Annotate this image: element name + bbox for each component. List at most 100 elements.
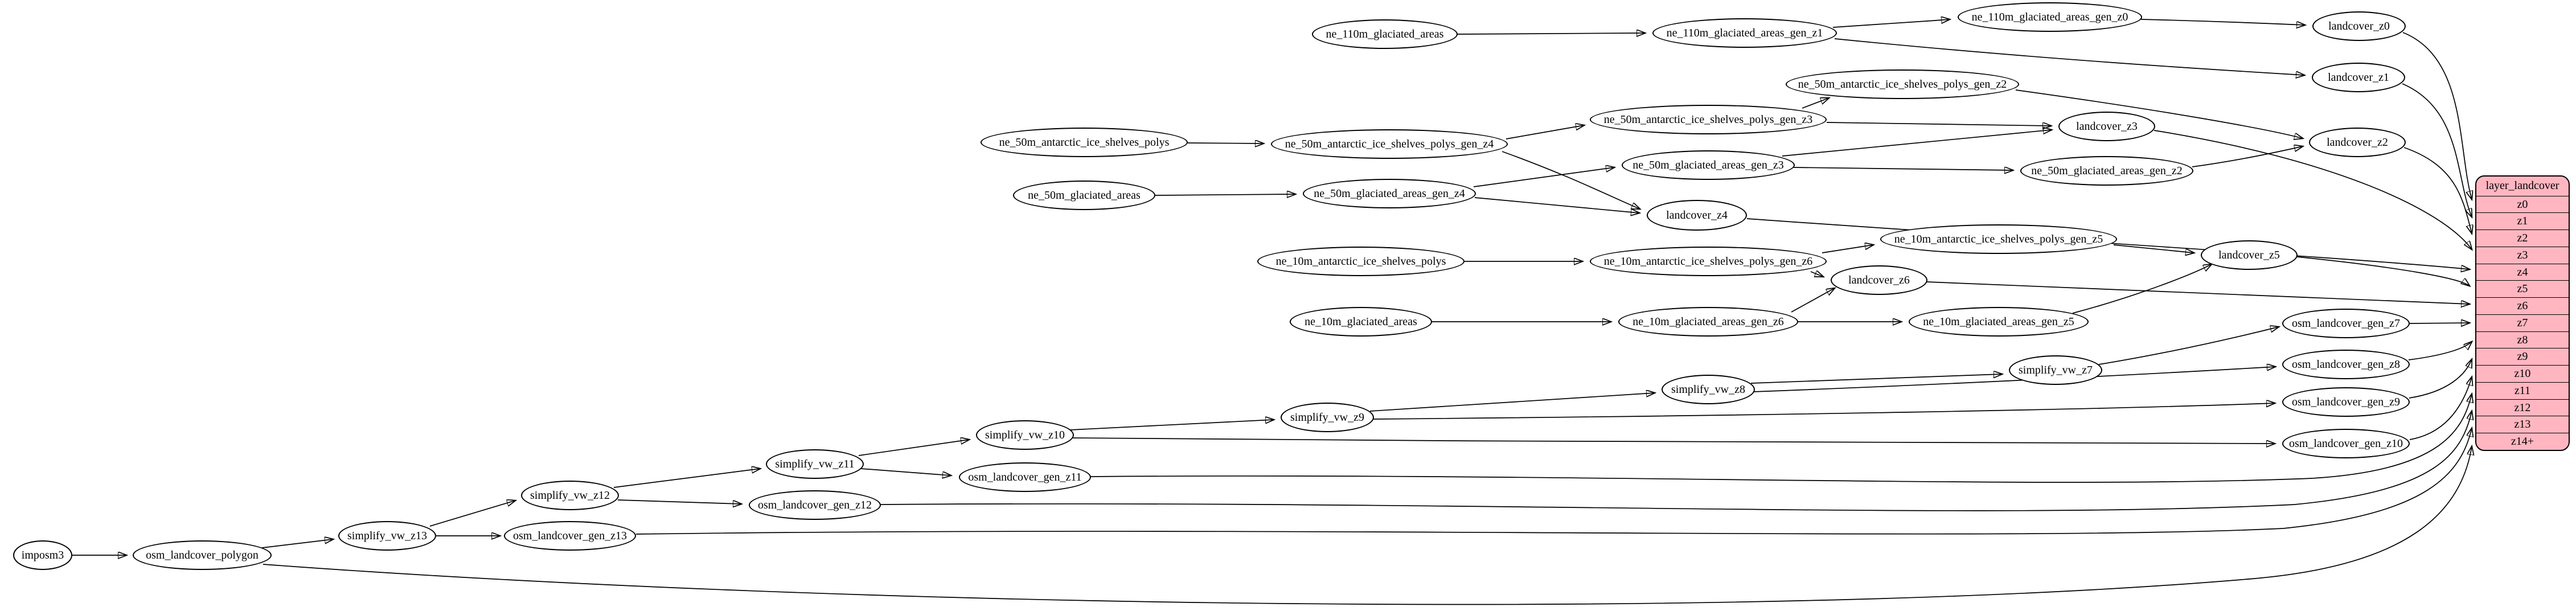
edge-shelves_gen_z3-landcover_z3 bbox=[1826, 122, 2051, 126]
node-ne_10m_antarctic_ice_shelves_polys: ne_10m_antarctic_ice_shelves_polys bbox=[1257, 247, 1465, 276]
node-label: ne_10m_antarctic_ice_shelves_polys_gen_z… bbox=[1603, 255, 1813, 268]
table-row-z14plus: z14+ bbox=[2476, 433, 2569, 450]
node-label: simplify_vw_z11 bbox=[775, 457, 855, 470]
node-landcover_z0: landcover_z0 bbox=[2312, 11, 2406, 41]
node-ne_10m_antarctic_ice_shelves_polys_gen_z6: ne_10m_antarctic_ice_shelves_polys_gen_z… bbox=[1590, 247, 1827, 276]
node-label: ne_10m_antarctic_ice_shelves_polys bbox=[1275, 255, 1446, 268]
node-ne_110m_glaciated_areas_gen_z1: ne_110m_glaciated_areas_gen_z1 bbox=[1652, 18, 1837, 48]
node-imposm3: imposm3 bbox=[13, 540, 72, 570]
node-ne_50m_glaciated_areas: ne_50m_glaciated_areas bbox=[1013, 181, 1155, 210]
node-label: osm_landcover_gen_z13 bbox=[513, 529, 627, 542]
edge-landcover_z6-z6 bbox=[1926, 281, 2470, 304]
node-label: ne_50m_glaciated_areas bbox=[1028, 188, 1141, 202]
edge-osm_landcover_gen_z9-z9 bbox=[2409, 359, 2472, 399]
node-label: landcover_z1 bbox=[2328, 71, 2389, 84]
edge-landcover_z1-z1 bbox=[2402, 83, 2472, 217]
node-label: ne_110m_glaciated_areas_gen_z0 bbox=[1971, 10, 2128, 23]
node-ne_110m_glaciated_areas: ne_110m_glaciated_areas bbox=[1312, 19, 1458, 49]
table-row-z1: z1 bbox=[2476, 212, 2569, 229]
node-osm_landcover_gen_z8: osm_landcover_gen_z8 bbox=[2282, 350, 2410, 379]
edge-glaciated_gen_z3-gen_z2 bbox=[1793, 167, 2013, 170]
table-row-z4: z4 bbox=[2476, 263, 2569, 281]
node-label: osm_landcover_gen_z7 bbox=[2292, 317, 2400, 330]
edge-osm_landcover_gen_z8-z8 bbox=[2408, 342, 2472, 360]
node-osm_landcover_polygon: osm_landcover_polygon bbox=[133, 540, 272, 570]
node-label: ne_50m_antarctic_ice_shelves_polys bbox=[999, 136, 1170, 149]
node-label: imposm3 bbox=[21, 548, 64, 561]
node-simplify_vw_z7: simplify_vw_z7 bbox=[2009, 355, 2102, 385]
table-row-z8: z8 bbox=[2476, 331, 2569, 348]
node-label: osm_landcover_gen_z10 bbox=[2289, 437, 2403, 450]
table-row-z6: z6 bbox=[2476, 297, 2569, 314]
node-label: ne_110m_glaciated_areas_gen_z1 bbox=[1666, 26, 1823, 39]
node-ne_50m_antarctic_ice_shelves_polys_gen_z4: ne_50m_antarctic_ice_shelves_polys_gen_z… bbox=[1271, 129, 1508, 159]
edge-simplify_vw_z11-simplify_vw_z10 bbox=[858, 440, 969, 456]
node-simplify_vw_z13: simplify_vw_z13 bbox=[338, 521, 436, 551]
edge-landcover_z2-z2 bbox=[2403, 147, 2472, 233]
edge-glaciated10_gen_z6-landcover_z6 bbox=[1791, 288, 1835, 313]
node-label: simplify_vw_z12 bbox=[530, 489, 610, 502]
node-landcover_z6: landcover_z6 bbox=[1831, 265, 1927, 295]
node-label: ne_50m_glaciated_areas_gen_z3 bbox=[1632, 158, 1784, 171]
node-label: osm_landcover_gen_z12 bbox=[758, 498, 872, 511]
edge-glaciated_gen_z2-landcover_z2 bbox=[2192, 146, 2303, 167]
node-label: ne_10m_antarctic_ice_shelves_polys_gen_z… bbox=[1894, 232, 2103, 245]
node-label: ne_10m_glaciated_areas bbox=[1305, 315, 1417, 328]
node-ne_10m_glaciated_areas: ne_10m_glaciated_areas bbox=[1290, 307, 1432, 337]
edge-gen_z1-gen_z0 bbox=[1832, 19, 1950, 28]
node-label: landcover_z6 bbox=[1848, 273, 1910, 286]
edge-osm_landcover_gen_z13-z13 bbox=[635, 428, 2472, 535]
node-landcover_z3: landcover_z3 bbox=[2058, 112, 2155, 141]
edge-shelves_gen_z5-landcover_z5 bbox=[2113, 244, 2194, 253]
node-label: osm_landcover_gen_z8 bbox=[2292, 358, 2400, 371]
node-label: landcover_z3 bbox=[2076, 120, 2138, 133]
node-label: ne_110m_glaciated_areas bbox=[1326, 27, 1444, 40]
node-label: osm_landcover_gen_z11 bbox=[968, 470, 1082, 483]
node-ne_10m_glaciated_areas_gen_z5: ne_10m_glaciated_areas_gen_z5 bbox=[1909, 307, 2089, 337]
layer-landcover-table-title: layer_landcover bbox=[2485, 179, 2559, 192]
node-label: ne_50m_glaciated_areas_gen_z4 bbox=[1314, 187, 1465, 200]
node-ne_50m_glaciated_areas_gen_z3: ne_50m_glaciated_areas_gen_z3 bbox=[1622, 150, 1795, 180]
node-osm_landcover_gen_z7: osm_landcover_gen_z7 bbox=[2282, 309, 2410, 338]
node-label: simplify_vw_z13 bbox=[347, 529, 427, 542]
node-osm_landcover_gen_z9: osm_landcover_gen_z9 bbox=[2282, 387, 2410, 417]
node-simplify_vw_z8: simplify_vw_z8 bbox=[1662, 375, 1755, 404]
edge-landcover_z3-z3 bbox=[2153, 130, 2472, 249]
edge-osm_landcover_gen_z12-z12 bbox=[880, 411, 2472, 511]
node-simplify_vw_z10: simplify_vw_z10 bbox=[976, 420, 1074, 450]
table-row-z3: z3 bbox=[2476, 246, 2569, 264]
node-label: ne_50m_antarctic_ice_shelves_polys_gen_z… bbox=[1798, 77, 2007, 91]
node-label: osm_landcover_polygon bbox=[146, 548, 259, 561]
node-ne_50m_glaciated_areas_gen_z4: ne_50m_glaciated_areas_gen_z4 bbox=[1303, 179, 1476, 208]
node-label: landcover_z2 bbox=[2327, 136, 2388, 149]
node-simplify_vw_z11: simplify_vw_z11 bbox=[766, 449, 864, 479]
node-label: landcover_z4 bbox=[1666, 208, 1728, 222]
node-landcover_z5: landcover_z5 bbox=[2201, 240, 2298, 270]
layer-landcover-table: layer_landcover z0 z1 z2 z3 z4 z5 z6 z7 … bbox=[2475, 175, 2570, 451]
node-label: landcover_z5 bbox=[2218, 248, 2280, 261]
edge-gen_z1-landcover_z1 bbox=[1834, 38, 2304, 75]
edge-simplify_vw_z9-osm_landcover_gen_z9 bbox=[1372, 403, 2275, 420]
node-label: landcover_z0 bbox=[2328, 19, 2390, 32]
edge-osm_landcover_polygon-z14 bbox=[262, 446, 2472, 605]
edge-glaciated_gen_z3-landcover_z3 bbox=[1782, 130, 2052, 157]
table-row-z2: z2 bbox=[2476, 229, 2569, 247]
table-row-z5: z5 bbox=[2476, 280, 2569, 297]
edge-shelves_gen_z4-landcover_z4 bbox=[1502, 151, 1640, 209]
node-osm_landcover_gen_z12: osm_landcover_gen_z12 bbox=[749, 490, 881, 520]
table-row-z0: z0 bbox=[2476, 195, 2569, 213]
node-label: simplify_vw_z9 bbox=[1290, 411, 1364, 424]
edge-osm_landcover_polygon-simplify_vw_z13 bbox=[261, 539, 333, 548]
edge-glaciated_gen_z4-landcover_z4 bbox=[1474, 197, 1639, 213]
node-label: simplify_vw_z8 bbox=[1671, 383, 1745, 396]
edge-simplify_vw_z8-simplify_vw_z7 bbox=[1750, 374, 2002, 384]
edge-osm_landcover_gen_z10-z10 bbox=[2409, 377, 2472, 440]
node-ne_50m_antarctic_ice_shelves_polys: ne_50m_antarctic_ice_shelves_polys bbox=[981, 128, 1188, 157]
edge-simplify_vw_z11-osm_landcover_gen_z11 bbox=[860, 468, 951, 475]
table-row-z7: z7 bbox=[2476, 314, 2569, 331]
node-osm_landcover_gen_z11: osm_landcover_gen_z11 bbox=[959, 462, 1091, 492]
edge-shelves_gen_z3-gen_z2 bbox=[1802, 98, 1829, 109]
edge-simplify_vw_z13-simplify_vw_z12 bbox=[429, 501, 515, 527]
node-simplify_vw_z9: simplify_vw_z9 bbox=[1281, 403, 1374, 432]
node-label: simplify_vw_z7 bbox=[2019, 363, 2093, 376]
